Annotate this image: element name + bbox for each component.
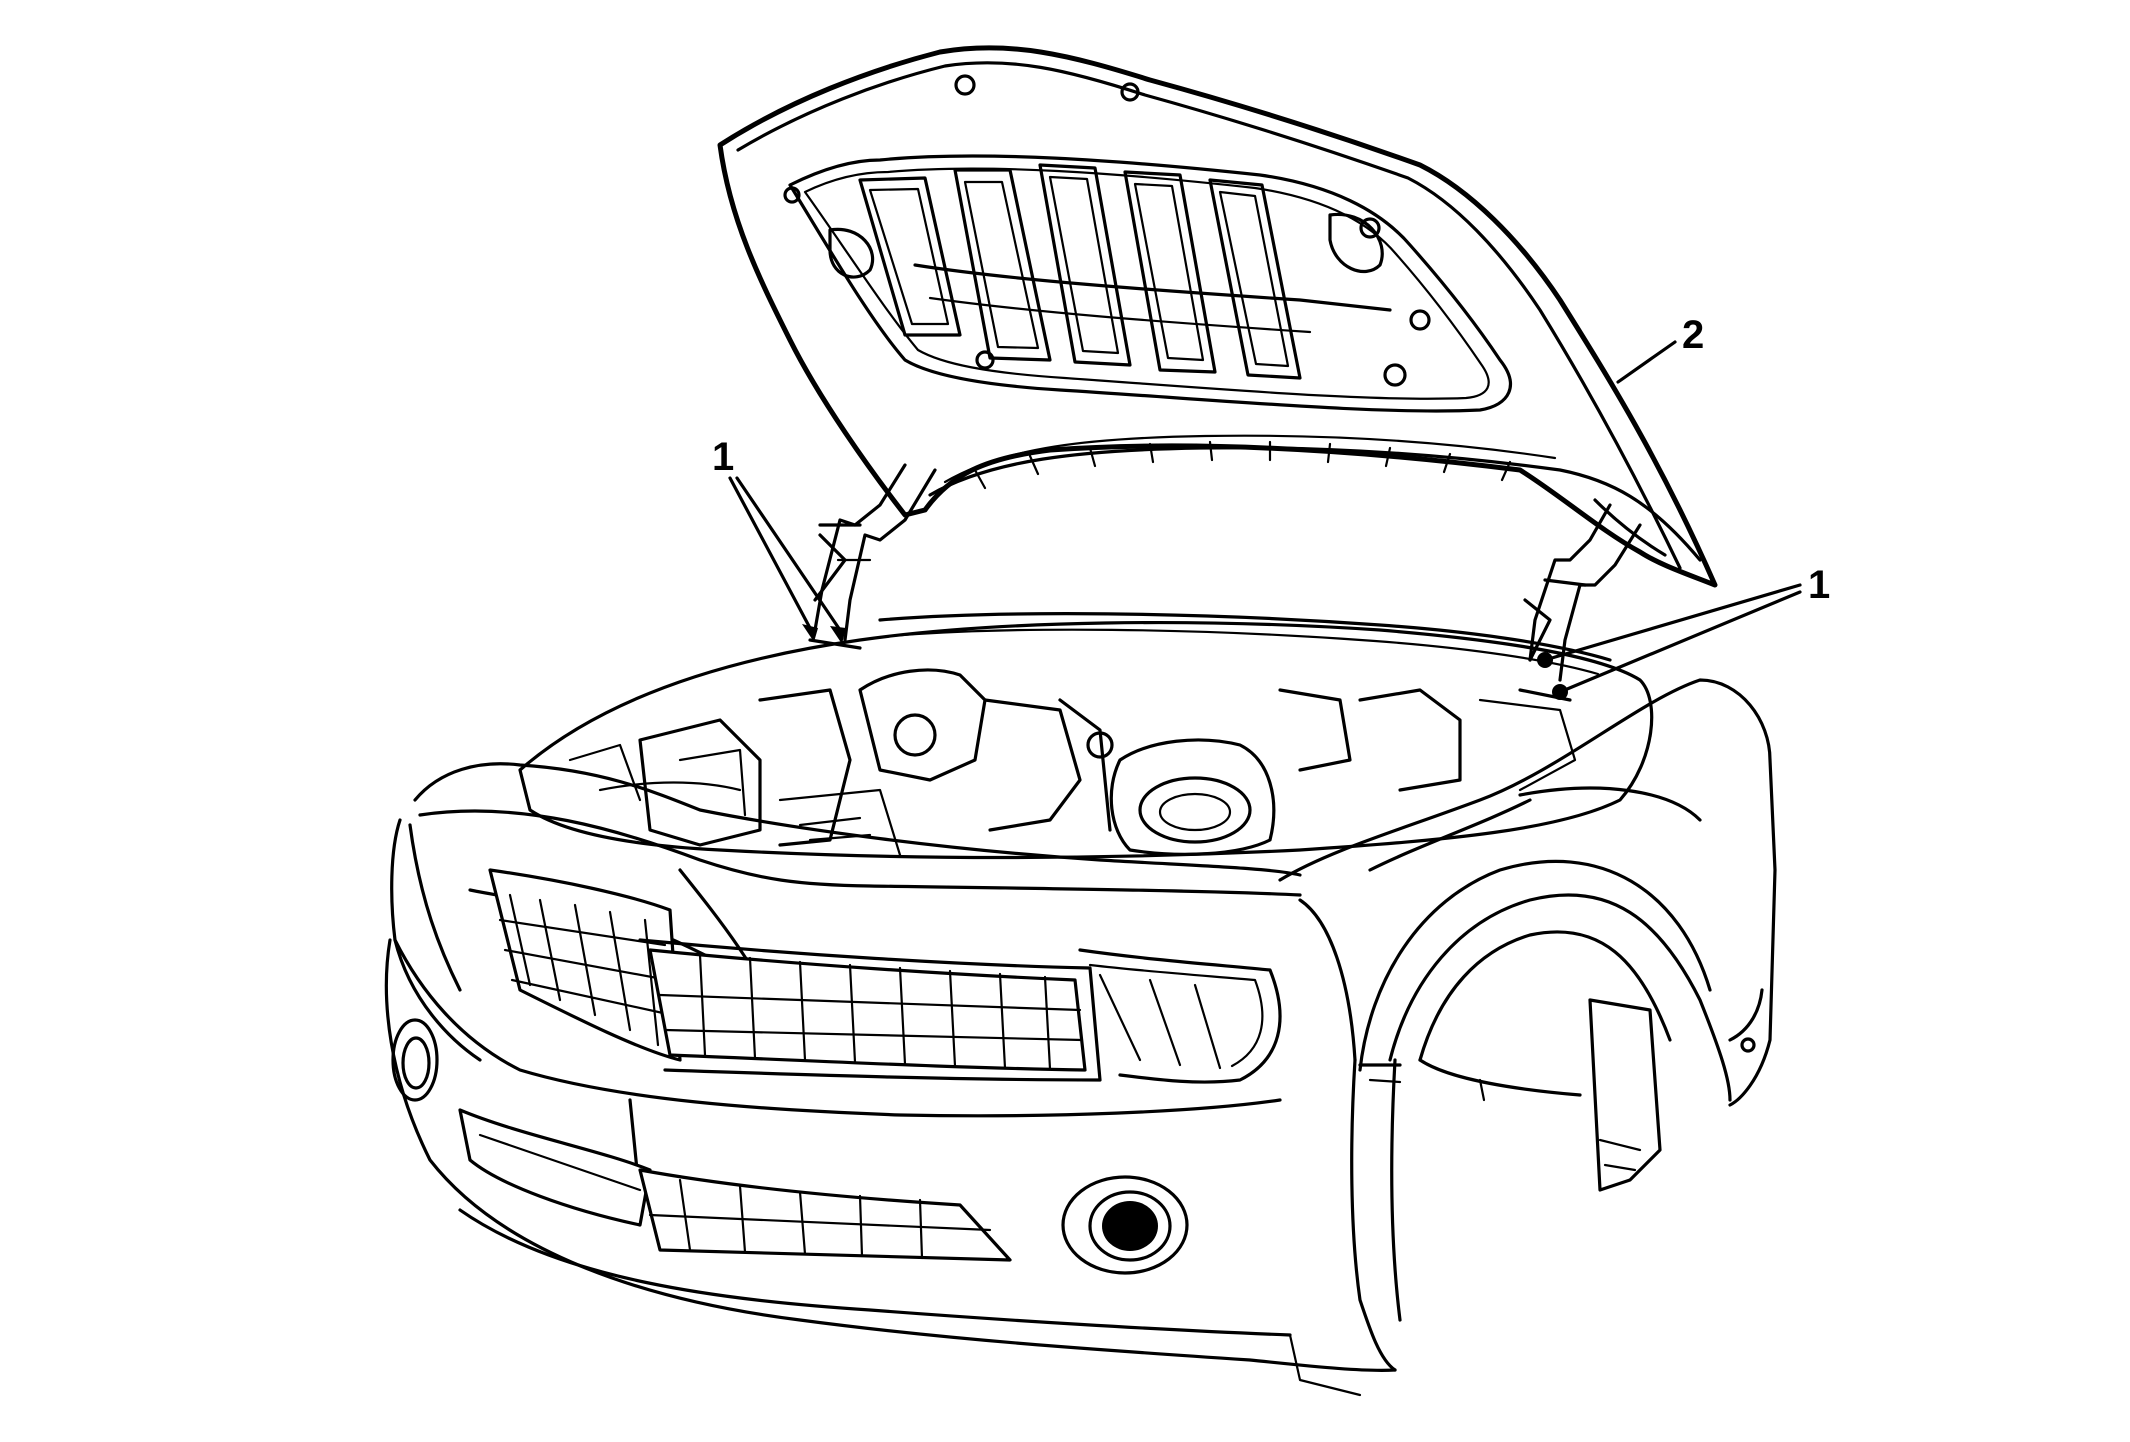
fender-right [1278,678,1777,1372]
engine-compartment [518,612,1654,860]
fastener-bolt-marker-1c [1537,652,1553,668]
callout-label-1-right: 1 [1808,563,1830,607]
leader-line-1b [735,476,842,632]
fastener-bolt-marker-1a [802,624,818,642]
fastener-bolt-marker-1d [1552,684,1568,700]
fastener-bolt-marker-1b [830,626,846,644]
hood-hinge-left [808,463,937,650]
callout-label-2: 2 [1682,313,1704,357]
leader-line-1a [728,476,812,630]
callout-1-right: 1 [1537,563,1830,700]
hood-panel [717,45,1718,588]
leader-line-1c [1543,583,1802,662]
callout-2-hood: 2 [1616,313,1704,384]
callout-label-1-left: 1 [712,435,734,479]
leader-line-2 [1616,340,1677,384]
callout-1-left: 1 [712,435,846,644]
front-fascia [384,762,1397,1397]
leader-line-1d [1558,590,1802,694]
